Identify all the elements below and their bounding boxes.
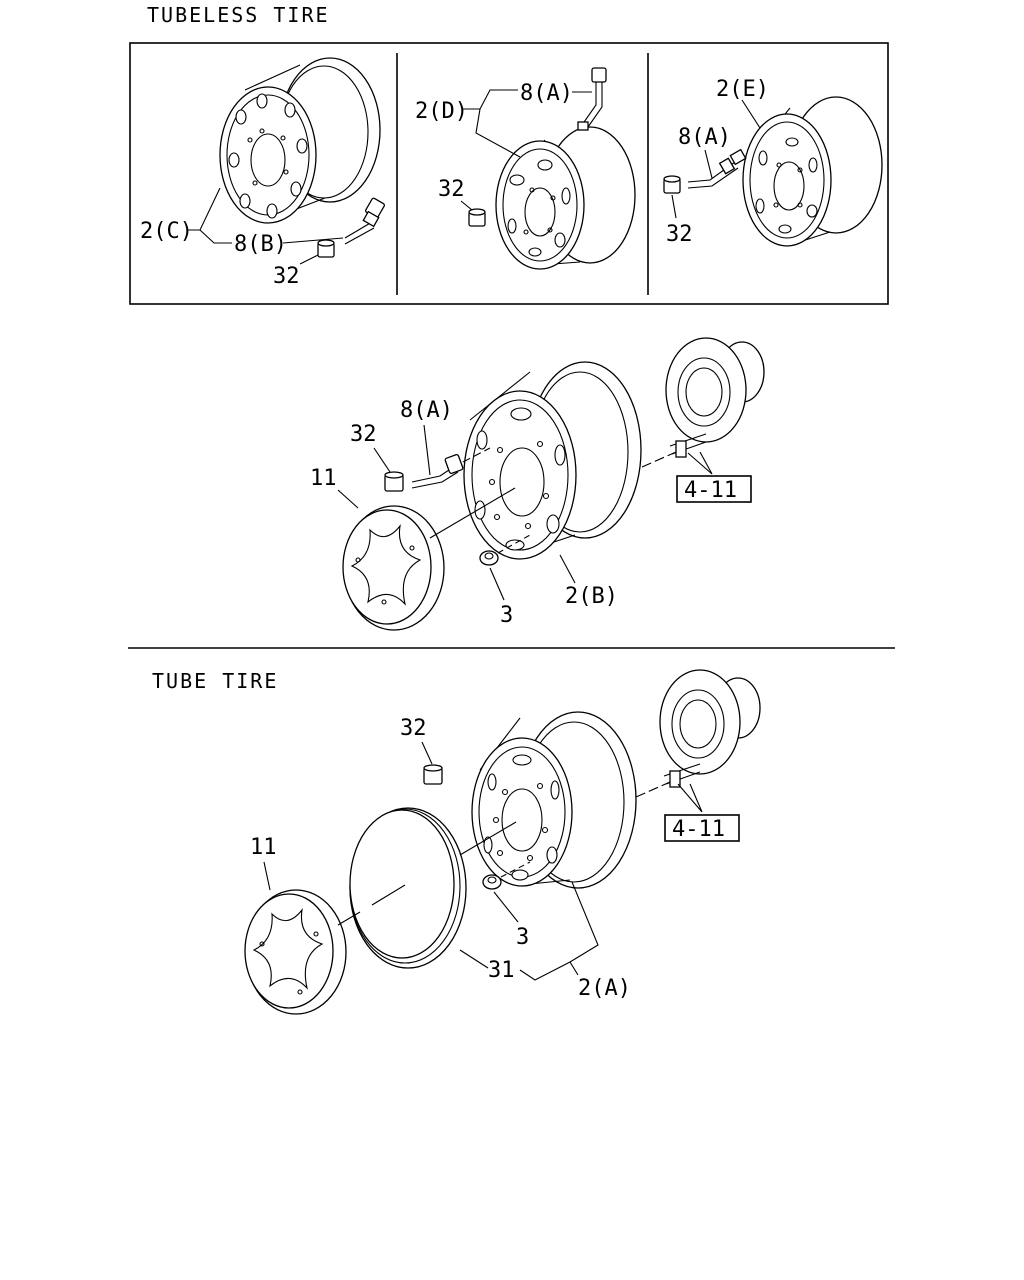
wheel-cover-11-middle bbox=[342, 505, 445, 631]
nut-3-middle bbox=[479, 534, 531, 566]
callout-32-panel1: 32 bbox=[273, 264, 300, 289]
callout-8a-middle: 8(A) bbox=[400, 398, 453, 423]
callout-3-bottom: 3 bbox=[516, 925, 529, 950]
wheel-2d bbox=[495, 126, 636, 270]
hub-flange-bottom bbox=[659, 669, 761, 775]
nut-3-bottom bbox=[482, 861, 531, 890]
callout-32-panel3: 32 bbox=[666, 222, 693, 247]
valve-cap-32-bottom bbox=[423, 764, 443, 785]
valve-8a-panel2 bbox=[577, 67, 607, 131]
callout-32-middle: 32 bbox=[350, 422, 377, 447]
callout-2e: 2(E) bbox=[716, 77, 769, 102]
callout-2b: 2(B) bbox=[565, 584, 618, 609]
wheel-cover-11-bottom bbox=[244, 889, 347, 1015]
valve-8a-panel3 bbox=[687, 148, 747, 189]
callout-2a: 2(A) bbox=[578, 976, 631, 1001]
valve-8a-middle bbox=[411, 447, 491, 489]
hub-flange-middle bbox=[665, 337, 765, 443]
valve-8b bbox=[344, 197, 385, 245]
callout-32-bottom: 32 bbox=[400, 716, 427, 741]
callout-ref-bottom: 4-11 bbox=[672, 817, 725, 842]
callout-8a-panel2: 8(A) bbox=[520, 81, 573, 106]
tube-tire-title: TUBE TIRE bbox=[152, 669, 278, 693]
valve-cap-32-panel2 bbox=[468, 208, 486, 227]
ref-box-middle bbox=[676, 475, 752, 503]
wheel-2e bbox=[742, 96, 883, 247]
tubeless-variants-frame bbox=[129, 42, 889, 305]
valve-cap-32-panel3 bbox=[663, 175, 681, 194]
callout-2c: 2(C) bbox=[140, 219, 193, 244]
hub-stud-bottom bbox=[663, 763, 701, 788]
callout-31: 31 bbox=[488, 958, 515, 983]
wheel-2b bbox=[463, 361, 642, 560]
callout-2d: 2(D) bbox=[415, 99, 468, 124]
callout-8a-panel3: 8(A) bbox=[678, 125, 731, 150]
wheel-2c bbox=[219, 57, 381, 224]
callout-3-middle: 3 bbox=[500, 603, 513, 628]
valve-cap-32-middle bbox=[384, 471, 404, 492]
valve-cap-32-panel1 bbox=[317, 239, 335, 258]
tubeless-tire-title: TUBELESS TIRE bbox=[147, 3, 330, 27]
flap-ring-31 bbox=[349, 807, 467, 969]
callout-ref-middle: 4-11 bbox=[684, 478, 737, 503]
callout-11-middle: 11 bbox=[310, 466, 337, 491]
callout-32-panel2: 32 bbox=[438, 177, 465, 202]
callout-11-bottom: 11 bbox=[250, 835, 277, 860]
wheel-2a bbox=[471, 711, 637, 889]
hub-stud-middle bbox=[669, 433, 707, 458]
ref-box-bottom bbox=[664, 814, 740, 842]
callout-8b: 8(B) bbox=[234, 232, 287, 257]
